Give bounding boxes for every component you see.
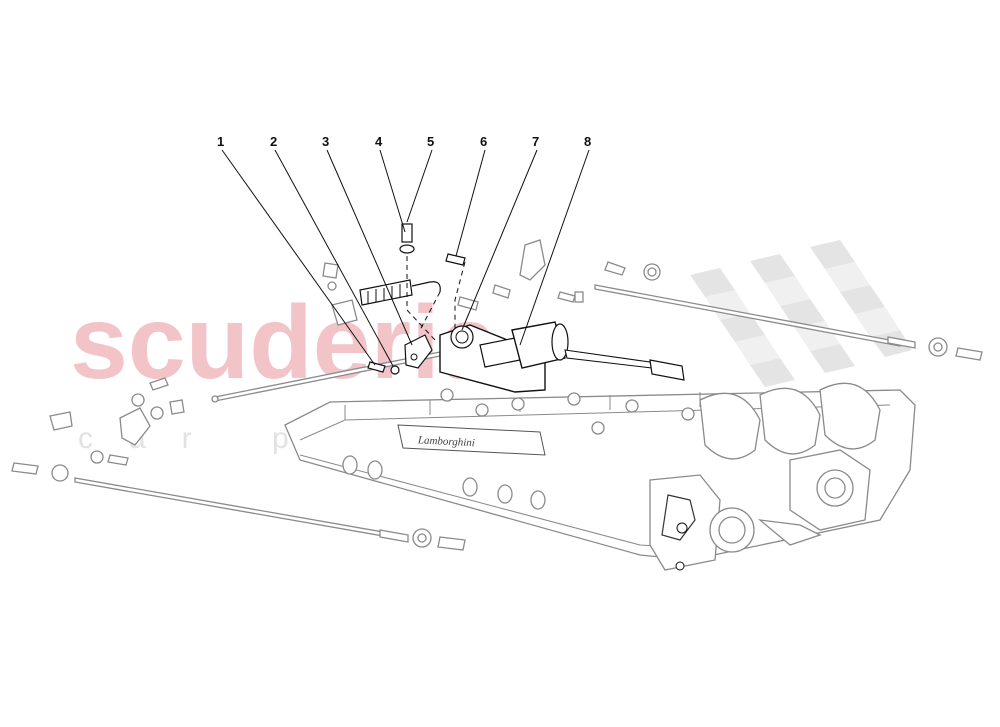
- callout-leader-lines: [221, 149, 590, 367]
- callout-6: 6: [480, 134, 487, 149]
- callout-2: 2: [270, 134, 277, 149]
- callout-labels: 1 2 3 4 5 6 7 8: [217, 134, 591, 149]
- intake-manifold: Lamborghini: [284, 382, 916, 561]
- throttle-rod-lower: [74, 477, 409, 543]
- small-fasteners: [11, 239, 983, 551]
- callout-4: 4: [375, 134, 383, 149]
- callout-5: 5: [427, 134, 434, 149]
- callout-1: 1: [217, 134, 224, 149]
- manifold-logo-text: Lamborghini: [417, 434, 476, 449]
- callout-7: 7: [532, 134, 539, 149]
- actuator-assembly: [359, 223, 685, 393]
- callout-8: 8: [584, 134, 591, 149]
- throttle-body-front: [649, 474, 755, 571]
- callout-3: 3: [322, 134, 329, 149]
- return-spring: [359, 279, 413, 306]
- throttle-body-rear: [757, 449, 871, 546]
- assembly-dash-lines: [406, 256, 466, 341]
- throttle-rod-upper: [594, 284, 916, 349]
